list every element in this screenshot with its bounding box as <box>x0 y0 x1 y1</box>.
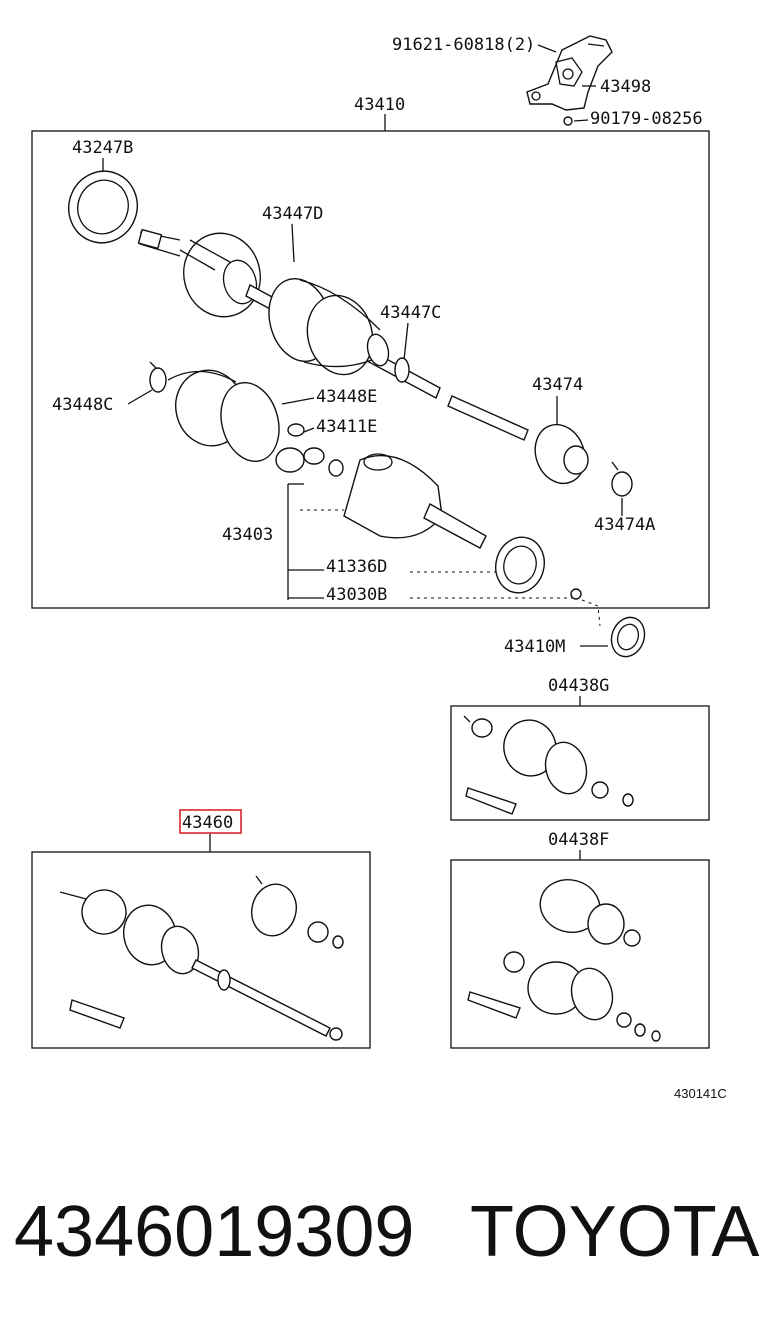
label-43474A: 43474A <box>594 515 655 535</box>
seal-43410M <box>610 616 646 658</box>
label-43460[interactable]: 43460 <box>182 813 233 833</box>
assembly-box-43410 <box>31 130 710 609</box>
label-43448C: 43448C <box>52 395 113 415</box>
label-43411E: 43411E <box>316 417 377 437</box>
kit-box-04438G <box>450 705 710 821</box>
brand-name: TOYOTA <box>470 1192 759 1272</box>
label-43448E: 43448E <box>316 387 377 407</box>
tripod-43411E <box>275 423 344 477</box>
label-43447D: 43447D <box>262 204 323 224</box>
kit-box-04438F <box>450 859 710 1049</box>
part-number: 4346019309 <box>14 1192 414 1272</box>
drive-shaft <box>447 395 529 441</box>
boot-kit-04438G <box>463 715 634 815</box>
label-90179-08256: 90179-08256 <box>590 109 703 129</box>
housing-43403 <box>343 453 487 549</box>
label-43410: 43410 <box>354 95 405 115</box>
bracket-43498 <box>526 35 613 126</box>
boot-kit-04438F <box>467 879 661 1042</box>
label-43474: 43474 <box>532 375 583 395</box>
highlight-43460 <box>179 809 242 834</box>
boot-43448C <box>149 361 280 463</box>
label-43498: 43498 <box>600 77 651 97</box>
label-04438F: 04438F <box>548 830 609 850</box>
assembly-box-43460 <box>31 851 371 1049</box>
diagram-code: 430141C <box>674 1086 727 1101</box>
label-41336D: 41336D <box>326 557 387 577</box>
seal-41336D <box>495 536 545 594</box>
clip-43474A <box>611 461 633 497</box>
bearing-43474 <box>534 423 589 485</box>
label-04438G: 04438G <box>548 676 609 696</box>
label-43410M: 43410M <box>504 637 565 657</box>
label-43247B: 43247B <box>72 138 133 158</box>
ring-43030B <box>570 588 582 600</box>
seal-ring-43247B <box>68 170 138 244</box>
label-43030B: 43030B <box>326 585 387 605</box>
label-43447C: 43447C <box>380 303 441 323</box>
shaft-assembly-43460 <box>59 875 344 1041</box>
clamp-43447C <box>394 357 410 383</box>
label-91621-60818: 91621-60818(2) <box>392 35 535 55</box>
boot-43447D <box>268 277 390 376</box>
label-43403: 43403 <box>222 525 273 545</box>
